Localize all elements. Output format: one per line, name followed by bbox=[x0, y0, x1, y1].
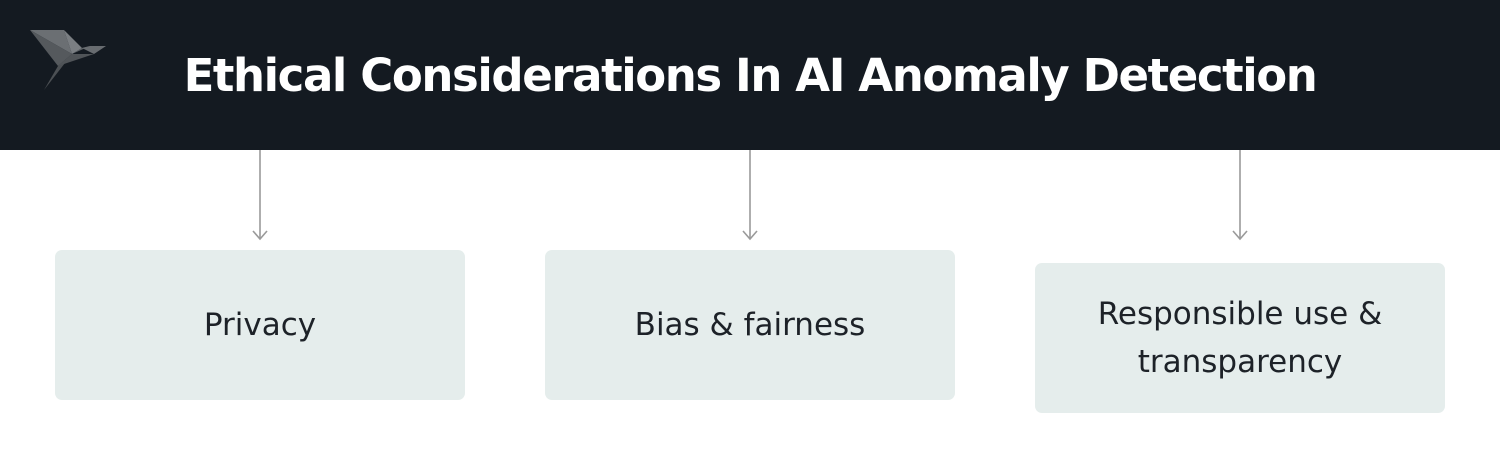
bird-logo-icon bbox=[30, 30, 106, 90]
header-banner: Ethical Considerations In AI Anomaly Det… bbox=[0, 0, 1500, 150]
box-bias-fairness: Bias & fairness bbox=[545, 250, 955, 400]
box-privacy: Privacy bbox=[55, 250, 465, 400]
box-responsible-use-label: Responsible use & transparency bbox=[1097, 296, 1383, 380]
connector-bias bbox=[742, 150, 758, 241]
box-privacy-label: Privacy bbox=[203, 307, 317, 343]
connector-responsible bbox=[1232, 150, 1248, 241]
box-responsible-use: Responsible use & transparency bbox=[1035, 263, 1445, 413]
box-bias-fairness-label: Bias & fairness bbox=[634, 307, 866, 343]
diagram-title: Ethical Considerations In AI Anomaly Det… bbox=[183, 48, 1318, 102]
connector-privacy bbox=[252, 150, 268, 241]
